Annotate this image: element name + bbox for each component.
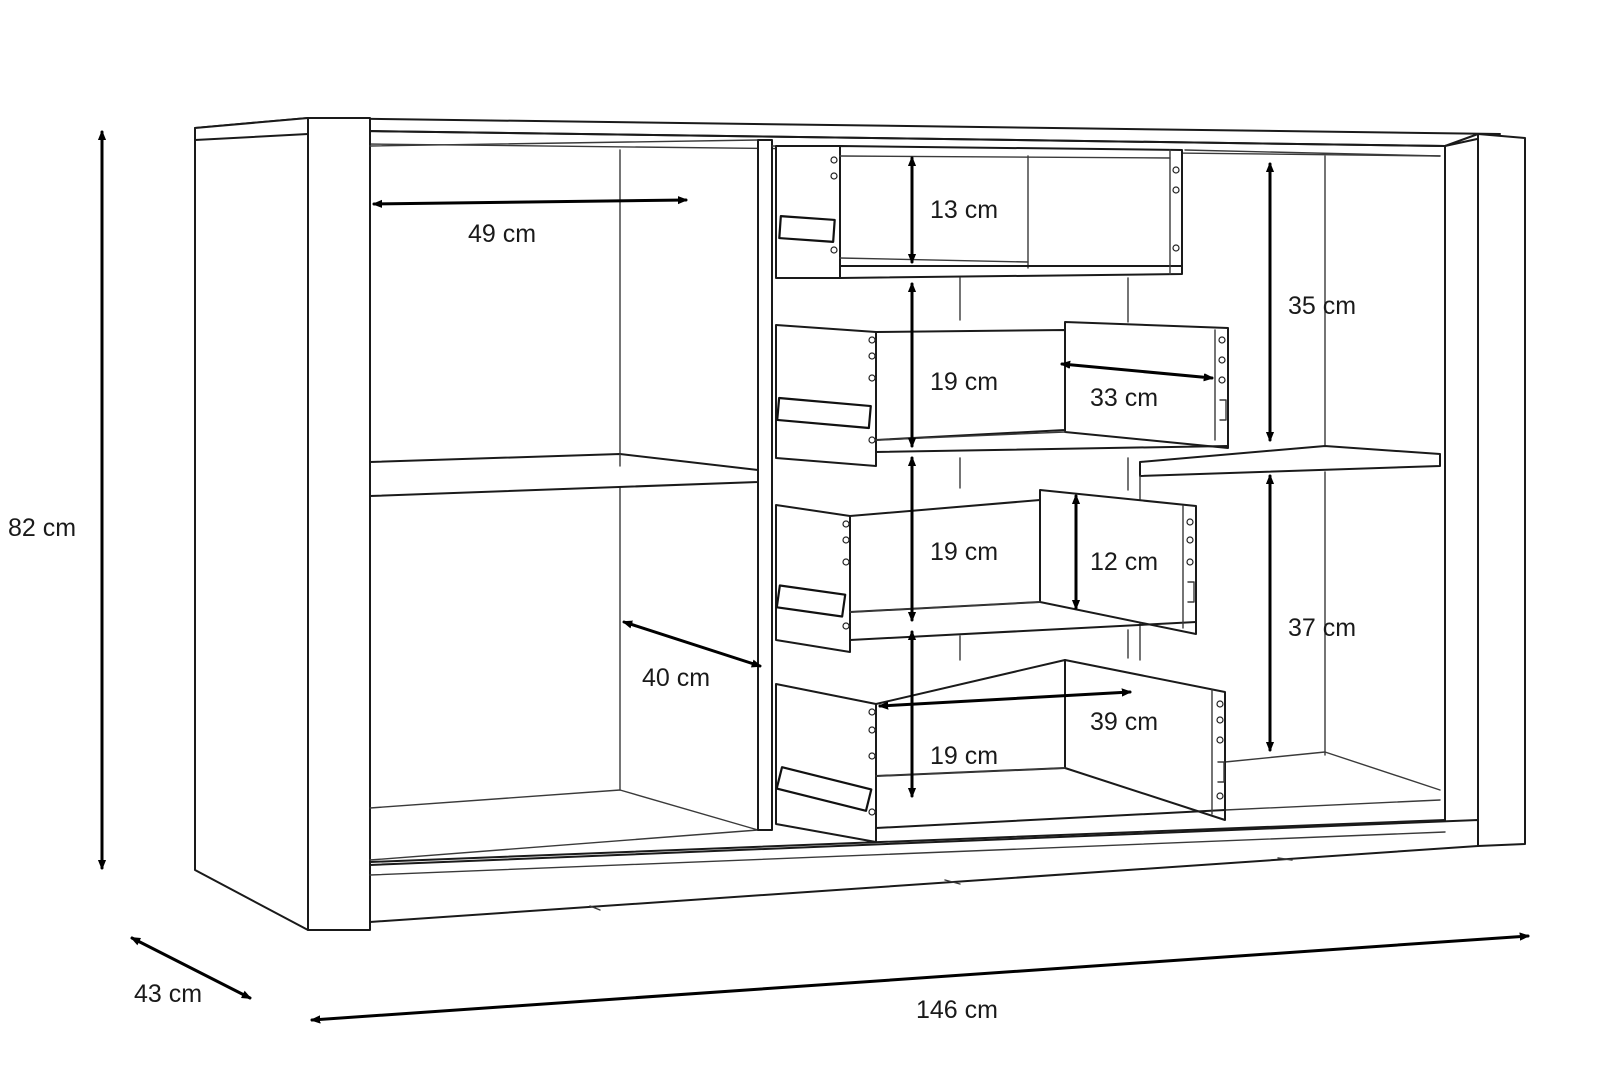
right-middle-shelf [1139, 445, 1441, 477]
left-middle-shelf [369, 453, 759, 497]
depth-total-label: 43 cm [134, 980, 202, 1008]
height-total-label: 82 cm [8, 514, 76, 542]
left-side-panel [194, 117, 309, 931]
left-width-arrow [372, 200, 688, 204]
right-upper-height-label: 35 cm [1288, 292, 1356, 320]
drawer-inner-height-label: 12 cm [1090, 548, 1158, 576]
left-compartment [369, 139, 759, 861]
right-lower-height-label: 37 cm [1288, 614, 1356, 642]
right-front-pillar [1477, 133, 1526, 847]
drawer-inner-width-label: 39 cm [1090, 708, 1158, 736]
depth-arrow [130, 936, 252, 1000]
left-front-pillar [307, 117, 371, 931]
drawer-inner-width-arrow [878, 692, 1132, 706]
drawer1-height-label: 13 cm [930, 196, 998, 224]
drawer-4 [775, 659, 1226, 843]
cabinet-body [194, 117, 1526, 931]
width-total-label: 146 cm [916, 996, 998, 1024]
left-compartment-width-label: 49 cm [468, 220, 536, 248]
drawer-3 [775, 489, 1197, 653]
width-arrow [310, 936, 1530, 1020]
left-depth-arrow [622, 620, 762, 668]
left-compartment-depth-label: 40 cm [642, 664, 710, 692]
bottom-plinth [369, 819, 1479, 923]
drawer-depth-arrow [1060, 364, 1214, 378]
drawer2-height-label: 19 cm [930, 368, 998, 396]
drawer4-height-label: 19 cm [930, 742, 998, 770]
drawer-1 [775, 145, 1183, 279]
drawer-depth-label: 33 cm [1090, 384, 1158, 412]
dimension-arrows [102, 130, 1530, 1020]
central-divider [757, 139, 773, 831]
drawer-2 [775, 321, 1229, 467]
dimension-labels: 82 cm 43 cm 146 cm 49 cm 40 cm 13 cm 19 … [8, 196, 1356, 1024]
drawer3-height-label: 19 cm [930, 538, 998, 566]
